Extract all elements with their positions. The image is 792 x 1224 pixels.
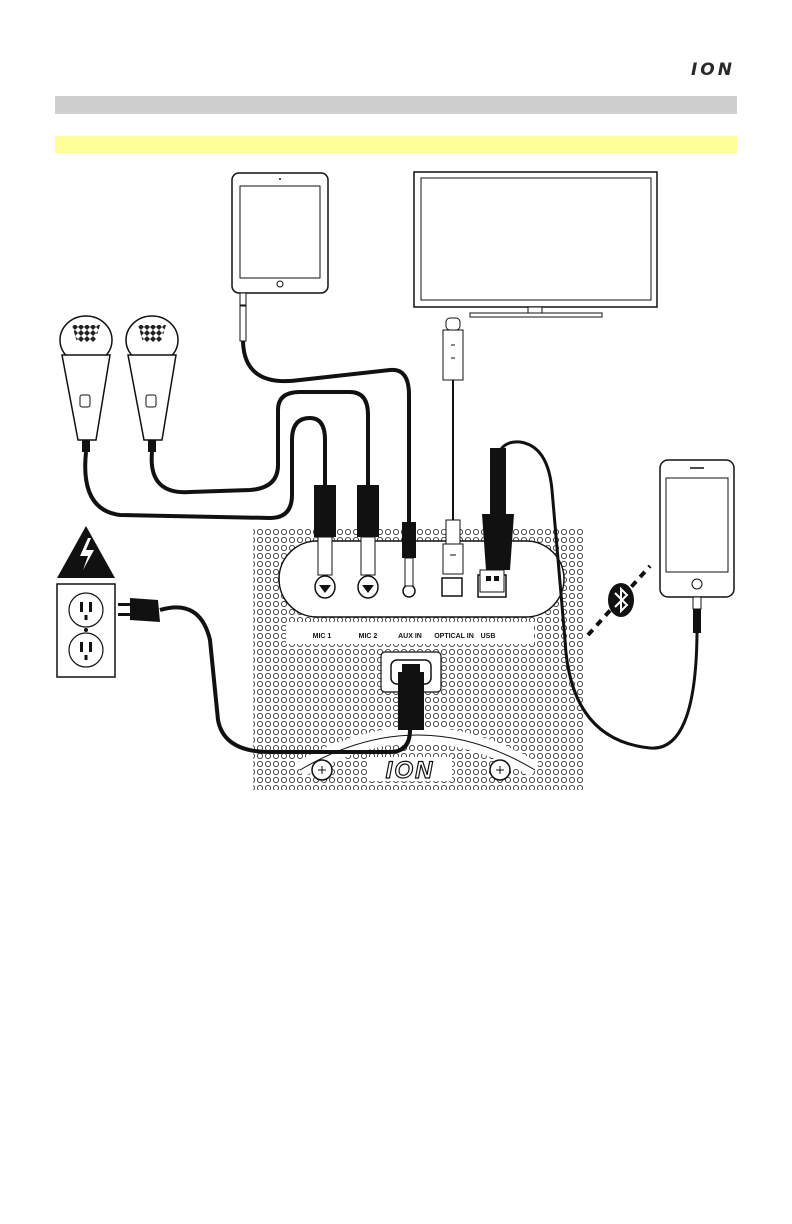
- panel-ion-badge: ION: [386, 757, 435, 784]
- microphone-1: [60, 316, 112, 452]
- bluetooth-link: [588, 566, 650, 635]
- label-mic1: MIC 1: [313, 633, 332, 640]
- jack-mic1: [315, 576, 335, 598]
- tv-device: [414, 172, 657, 380]
- jack-aux: [403, 585, 415, 597]
- microphone-2: [126, 316, 178, 452]
- label-usb: USB: [481, 633, 496, 640]
- plug-optical: [443, 520, 463, 574]
- jack-optical: [442, 578, 462, 596]
- wall-outlet: [57, 584, 115, 677]
- label-mic2: MIC 2: [359, 633, 378, 640]
- tablet-device: [232, 173, 328, 341]
- label-optical-in: OPTICAL IN: [434, 633, 474, 640]
- plug-power-speaker: [398, 664, 424, 730]
- warning-sign: [57, 526, 115, 578]
- label-aux-in: AUX IN: [398, 633, 422, 640]
- plug-power-ac: [118, 598, 160, 622]
- smartphone-device: [660, 460, 734, 633]
- jack-mic2: [358, 576, 378, 598]
